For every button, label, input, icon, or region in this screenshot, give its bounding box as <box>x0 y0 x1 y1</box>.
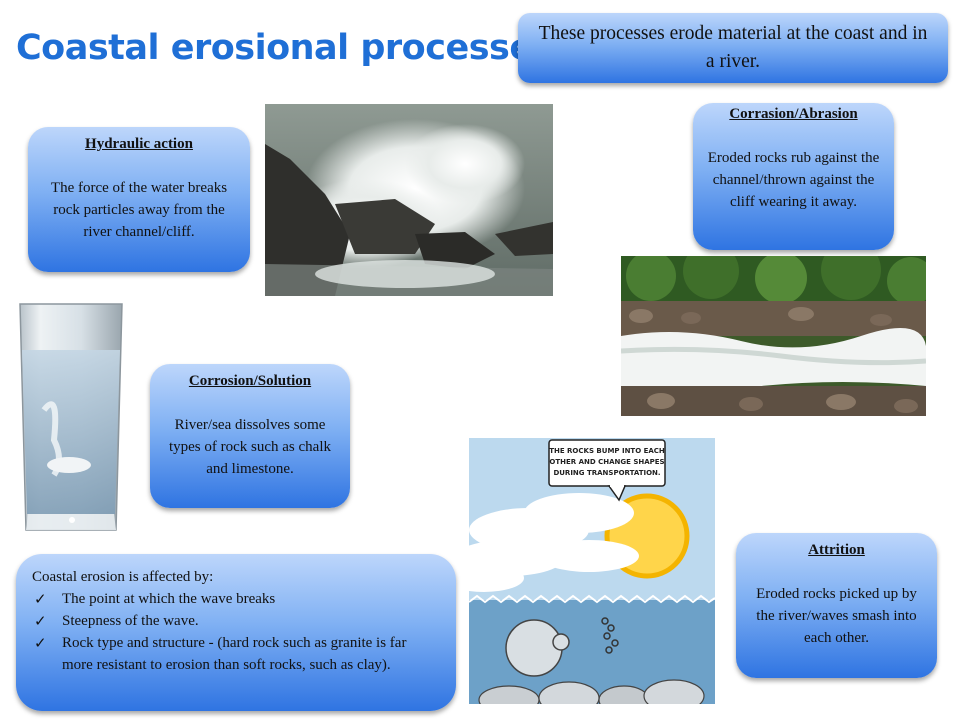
corrasion-heading: Corrasion/Abrasion <box>729 106 858 122</box>
attrition-heading: Attrition <box>808 542 865 558</box>
hydraulic-action-heading: Hydraulic action <box>85 136 193 152</box>
intro-box: These processes erode material at the co… <box>518 13 948 83</box>
factors-list: ✓The point at which the wave breaks ✓Ste… <box>32 588 440 676</box>
page-title: Coastal erosional processes <box>16 28 553 68</box>
corrasion-text: Eroded rocks rub against the channel/thr… <box>707 150 880 210</box>
corrosion-box: Corrosion/Solution River/sea dissolves s… <box>150 364 350 508</box>
attrition-cartoon: THE ROCKS BUMP INTO EACH OTHER AND CHANG… <box>469 438 715 704</box>
checkmark-icon: ✓ <box>34 590 47 608</box>
speech-line-2: OTHER AND CHANGE SHAPES <box>549 458 664 466</box>
list-item: ✓Rock type and structure - (hard rock su… <box>34 634 407 673</box>
intro-text: These processes erode material at the co… <box>538 23 928 72</box>
speech-line-1: THE ROCKS BUMP INTO EACH <box>549 447 665 455</box>
hydraulic-action-box: Hydraulic action The force of the water … <box>28 127 250 272</box>
checkmark-icon: ✓ <box>34 634 47 652</box>
speech-line-3: DURING TRANSPORTATION. <box>553 469 660 477</box>
attrition-box: Attrition Eroded rocks picked up by the … <box>736 533 937 678</box>
corrosion-text: River/sea dissolves some types of rock s… <box>168 417 332 477</box>
river-rapids-photo <box>621 256 926 416</box>
list-item: ✓Steepness of the wave. <box>34 612 199 630</box>
factors-intro: Coastal erosion is affected by: <box>32 569 214 585</box>
corrasion-box: Corrasion/Abrasion Eroded rocks rub agai… <box>693 103 894 250</box>
checkmark-icon: ✓ <box>34 612 47 630</box>
wave-crash-photo <box>265 104 553 296</box>
list-item: ✓The point at which the wave breaks <box>34 590 276 608</box>
corrosion-heading: Corrosion/Solution <box>188 373 312 389</box>
hydraulic-action-text: The force of the water breaks rock parti… <box>50 180 228 240</box>
dissolving-tablet-glass-photo <box>14 300 128 538</box>
attrition-text: Eroded rocks picked up by the river/wave… <box>756 586 917 646</box>
factors-box: Coastal erosion is affected by: ✓The poi… <box>16 554 456 711</box>
